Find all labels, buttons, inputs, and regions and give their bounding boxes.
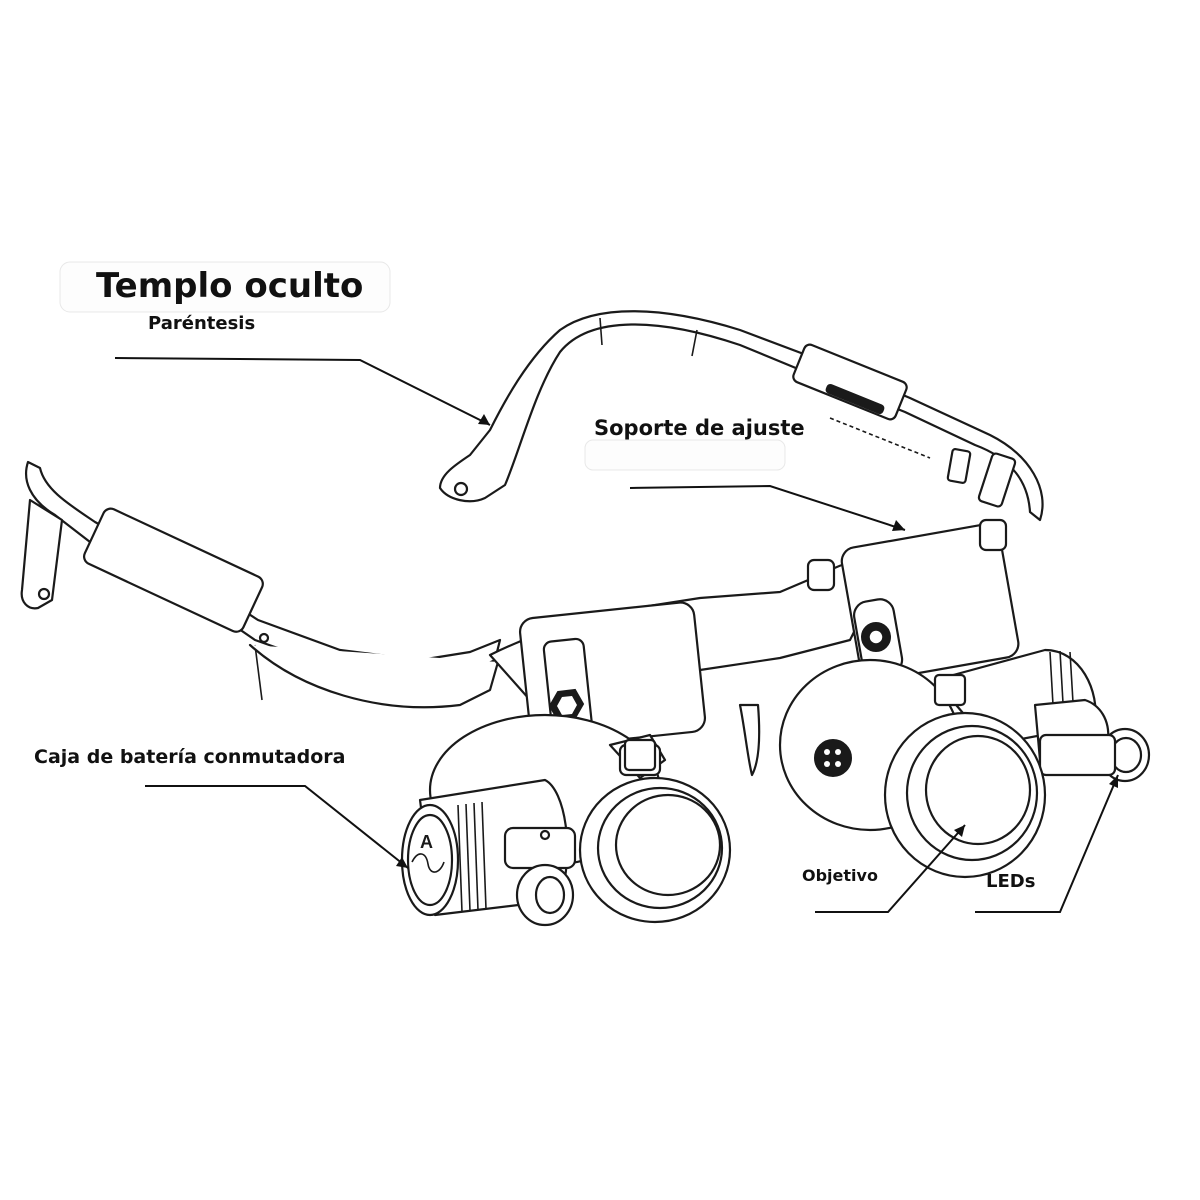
bridge-assembly (488, 518, 1020, 777)
adjustment-label: Soporte de ajuste (594, 416, 805, 440)
subtitle-label: Paréntesis (148, 313, 256, 334)
leader-leds (975, 774, 1119, 913)
knurling (457, 801, 487, 913)
leader-battery (145, 785, 409, 869)
right-temple-arm (438, 310, 1044, 522)
leader-title (114, 357, 491, 426)
led-barrel (1038, 727, 1151, 783)
title-backdrop (59, 261, 391, 313)
objective-label: Objetivo (802, 866, 878, 885)
leds-label: LEDs (986, 871, 1036, 892)
leader-adjustment (629, 484, 906, 531)
battery-switch-box: A (400, 778, 577, 927)
arrowhead-leds (1109, 775, 1118, 788)
adjustment-backdrop (584, 439, 786, 471)
arrowhead-adjustment (892, 520, 905, 531)
glasses-illustration: A (20, 310, 1151, 927)
battery-box-label: Caja de batería conmutadora (34, 746, 346, 768)
leader-lines (114, 357, 1119, 913)
leader-objective (815, 824, 966, 913)
battery-cap-letter: A (420, 832, 433, 852)
arrowhead-battery (396, 857, 408, 868)
left-temple-arm (20, 460, 502, 709)
arrowhead-objective (954, 825, 965, 837)
left-lens (578, 738, 732, 924)
title-label: Templo oculto (96, 266, 364, 306)
arrowhead-title (478, 414, 490, 425)
right-lens (883, 673, 1047, 879)
